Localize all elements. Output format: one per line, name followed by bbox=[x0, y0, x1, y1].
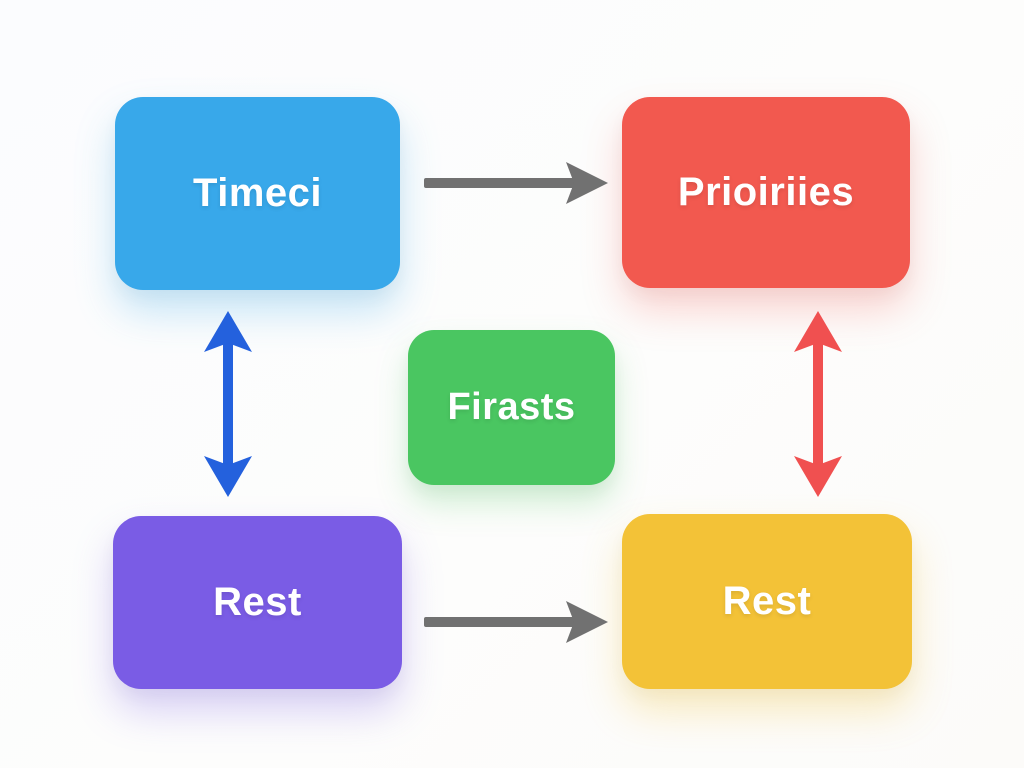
node-prioiriies-label: Prioiriies bbox=[677, 170, 855, 214]
arrow-head bbox=[566, 601, 608, 643]
arrow-shaft bbox=[223, 343, 233, 465]
node-timeci-label: Timeci bbox=[193, 171, 322, 215]
node-firasts-label: Firasts bbox=[447, 386, 576, 428]
double-arrow-vertical-icon bbox=[204, 311, 252, 497]
arrow-right-icon bbox=[424, 162, 608, 204]
arrow-head-down bbox=[794, 456, 842, 497]
node-rest-left: Rest bbox=[113, 516, 402, 689]
node-rest-right-label: Rest bbox=[722, 579, 812, 623]
arrow-head-down bbox=[204, 456, 252, 497]
arrow-head-up bbox=[794, 311, 842, 352]
arrow-shaft bbox=[813, 343, 823, 465]
node-prioiriies: Prioiriies bbox=[622, 97, 910, 288]
arrow-shaft bbox=[424, 178, 576, 188]
node-timeci: Timeci bbox=[115, 97, 400, 290]
arrow-shaft bbox=[424, 617, 576, 627]
node-rest-right: Rest bbox=[622, 514, 912, 689]
arrow-head bbox=[566, 162, 608, 204]
arrow-right-icon bbox=[424, 601, 608, 643]
node-rest-left-label: Rest bbox=[213, 580, 302, 624]
arrow-head-up bbox=[204, 311, 252, 352]
double-arrow-vertical-icon bbox=[794, 311, 842, 497]
node-firasts: Firasts bbox=[408, 330, 615, 485]
